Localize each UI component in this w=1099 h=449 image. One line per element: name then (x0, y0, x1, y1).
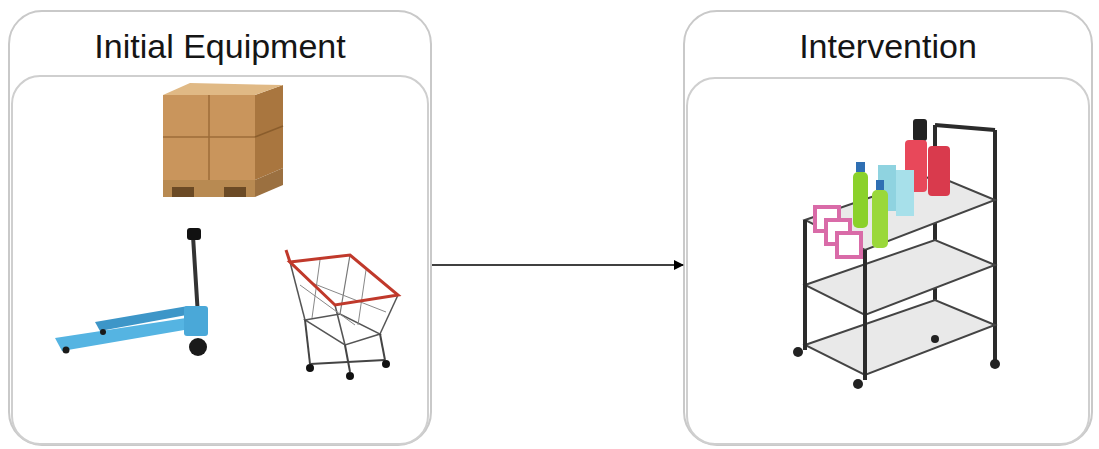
product-bottle (872, 190, 888, 248)
box-side (255, 85, 283, 180)
trolley-shelf (805, 240, 995, 315)
jack-roller (63, 347, 70, 354)
shelf-trolley (793, 119, 1000, 389)
cart-wheel (382, 360, 390, 368)
jack-handle (193, 236, 198, 316)
trolley-shelf (805, 300, 995, 375)
product-carton (878, 165, 896, 211)
panel-box: Initial Equipment (8, 10, 432, 446)
trolley-post (863, 250, 867, 380)
product-carton (896, 170, 914, 216)
bottle-cap (876, 180, 884, 190)
trolley-post (993, 130, 997, 360)
box-seam (163, 136, 255, 138)
product-bottle (853, 172, 868, 228)
panel-heading: Intervention (685, 12, 1091, 66)
cart-leg (345, 345, 350, 372)
pallet-slot (172, 187, 194, 197)
product-bag (928, 146, 950, 196)
box-top (163, 83, 283, 95)
cart-handle (286, 250, 290, 262)
panel-box: Intervention (683, 10, 1093, 446)
pallet-boxes (163, 83, 283, 197)
inner-panel (687, 78, 1089, 444)
trolley-wheel (931, 335, 939, 343)
cart-rim (290, 255, 398, 305)
trolley-wheel (793, 347, 803, 357)
cart-wire (340, 255, 350, 314)
product-can (913, 119, 927, 141)
cart-bottom (305, 314, 380, 345)
product-box (837, 233, 861, 257)
box-front (163, 95, 255, 180)
product-box (826, 220, 850, 244)
cart-leg (305, 320, 310, 364)
bottle-cap (856, 162, 865, 172)
trolley-wheel (853, 379, 863, 389)
product-bag (905, 140, 927, 192)
panel-heading: Initial Equipment (10, 12, 430, 66)
cart-wire (290, 262, 305, 320)
cart-wire (312, 283, 386, 312)
box-seam (255, 126, 283, 137)
flow-arrow (432, 264, 683, 266)
jack-grip (187, 228, 201, 240)
trolley-post (933, 125, 937, 335)
pallet-jack (55, 228, 208, 356)
trolley-handle (935, 125, 995, 130)
cart-wire (358, 270, 366, 325)
inner-panel (12, 76, 428, 444)
pallet-side (255, 168, 283, 197)
cart-wire (380, 295, 398, 334)
cart-wire (300, 285, 355, 325)
cart-leg (380, 334, 385, 360)
cart-base (310, 360, 385, 364)
cart-wheel (306, 364, 314, 372)
jack-fork (55, 318, 190, 351)
jack-pump (184, 306, 208, 336)
trolley-post (803, 220, 807, 350)
jack-wheel (189, 338, 207, 356)
cart-wheel (346, 372, 354, 380)
shopping-cart (286, 250, 398, 380)
box-seam (208, 95, 210, 180)
jack-roller (100, 329, 106, 335)
cart-wire (335, 305, 345, 345)
jack-fork (95, 306, 192, 331)
pallet-front (163, 180, 255, 197)
cart-wire (312, 260, 320, 318)
product-box (815, 207, 839, 231)
pallet-slot (224, 187, 246, 197)
trolley-shelf (805, 175, 995, 250)
trolley-wheel (990, 359, 1000, 369)
